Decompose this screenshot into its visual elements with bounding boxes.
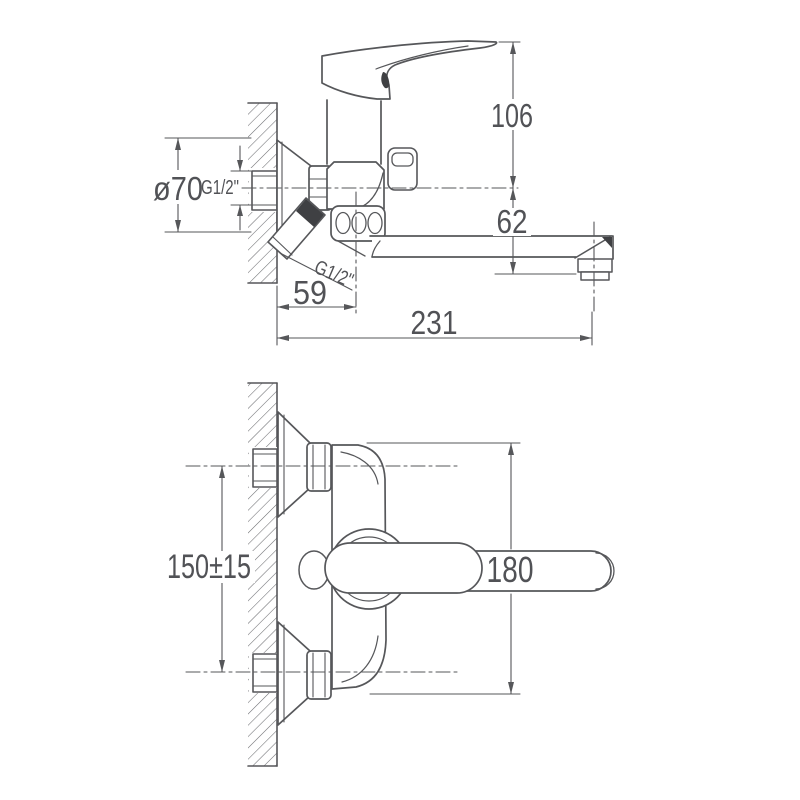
lever-handle-side: [321, 40, 498, 100]
spout-joint-side: [330, 205, 386, 242]
inlet-pipe-side: [251, 170, 278, 211]
thread-inlet-label: G1/2": [201, 177, 239, 199]
hex-nuts-front: [306, 442, 332, 700]
dim-231-label: 231: [411, 304, 458, 341]
dim-150-label: 150±15: [167, 548, 251, 586]
faucet-body-neck: [326, 99, 382, 165]
side-view-label-masks: [151, 99, 539, 236]
front-view-label-masks: [163, 551, 255, 583]
inlet-pipes-front: [252, 448, 278, 693]
spout-side: [337, 235, 614, 281]
lever-handle-front: [324, 542, 483, 594]
dim-180-label: 180: [487, 549, 534, 590]
escutcheons-front: [277, 411, 311, 726]
dim-escutcheon-diameter-label: ø70: [153, 170, 203, 207]
dim-106-label: 106: [491, 97, 533, 134]
hose-bracket-clip: [387, 147, 418, 191]
shower-outlet-tube: [267, 197, 326, 260]
front-view: 150±15 180: [163, 382, 615, 767]
dim-59-label: 59: [293, 274, 327, 311]
front-view-labels: 150±15 180: [167, 548, 534, 590]
side-view: ø70 G1/2" 106 62 59 231 G1/2": [151, 40, 614, 346]
dim-62-label: 62: [497, 203, 528, 240]
inlet-center-lines: [185, 465, 461, 673]
